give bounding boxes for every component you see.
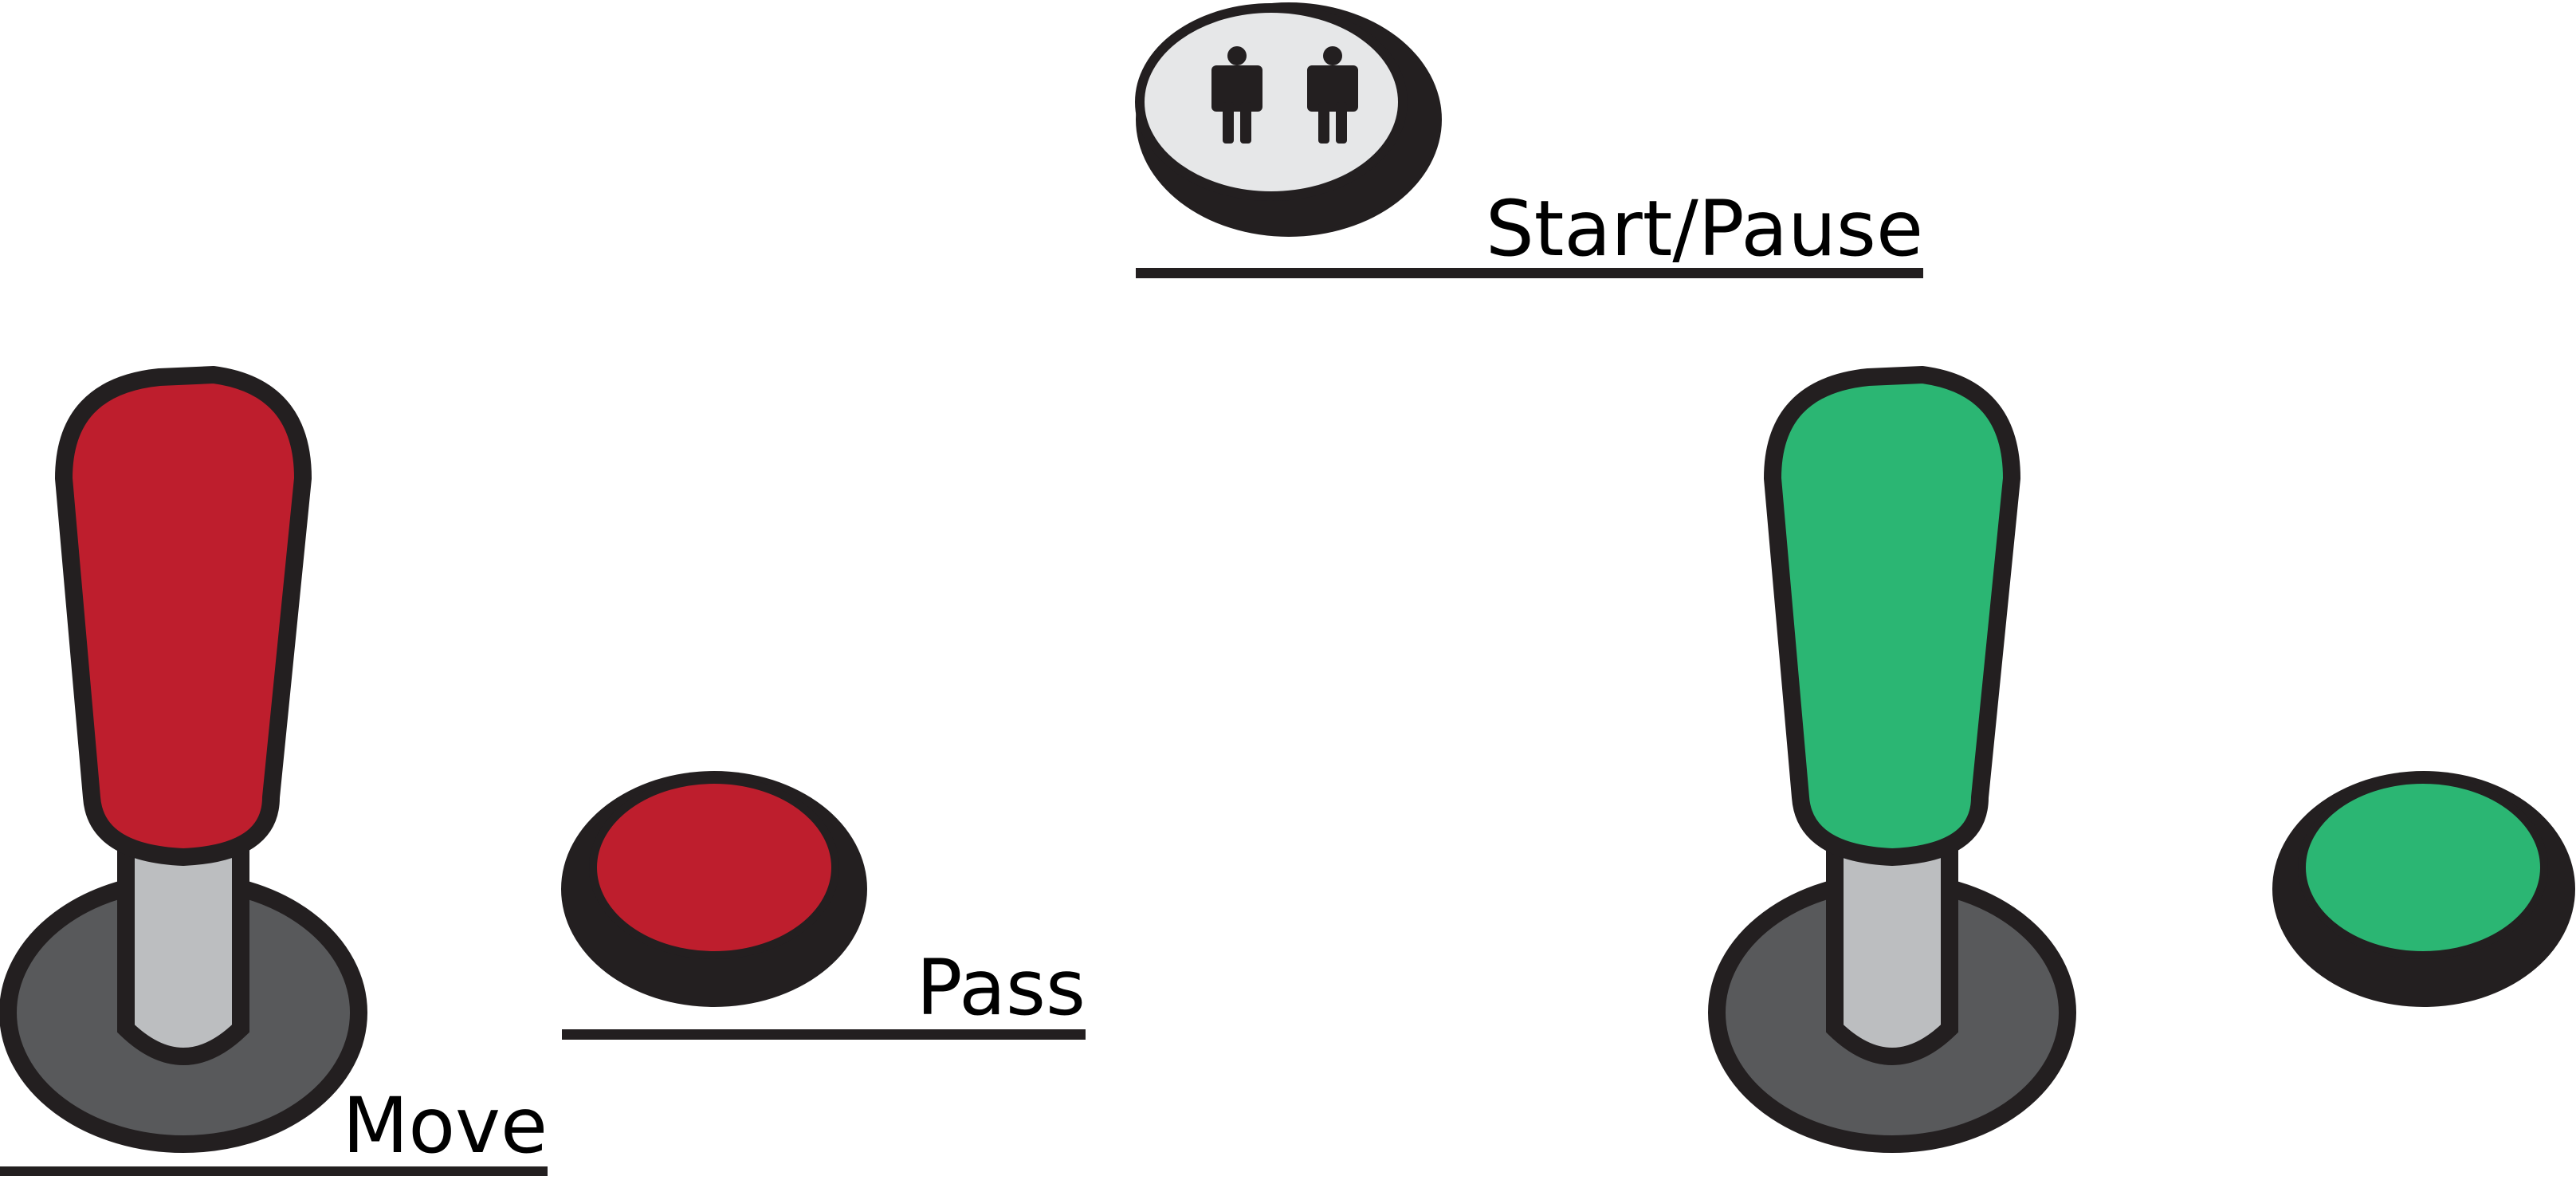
start-pause-button[interactable]: [1135, 2, 1442, 237]
pass-button-top-red: [589, 776, 839, 959]
player1-joystick[interactable]: [0, 366, 367, 1153]
start-pause-label: Start/Pause: [1486, 184, 1923, 273]
button-top-green: [2298, 776, 2548, 959]
two-player-icon: [1211, 46, 1358, 144]
player2-joystick[interactable]: [1708, 366, 2076, 1153]
player2-button[interactable]: [2272, 771, 2575, 1007]
player1-pass-button[interactable]: [561, 771, 867, 1007]
move-underline: [0, 1166, 548, 1176]
joystick-shaft-green-side: [1826, 820, 1958, 1065]
joystick-handle-green: [1764, 366, 2020, 866]
pass-label: Pass: [917, 943, 1086, 1032]
start-button-top: [1135, 3, 1408, 201]
move-label: Move: [343, 1081, 548, 1170]
start-pause-underline: [1136, 268, 1923, 278]
pass-underline: [562, 1029, 1086, 1040]
joystick-handle-red: [55, 366, 312, 866]
joystick-shaft-red-side: [117, 820, 249, 1065]
